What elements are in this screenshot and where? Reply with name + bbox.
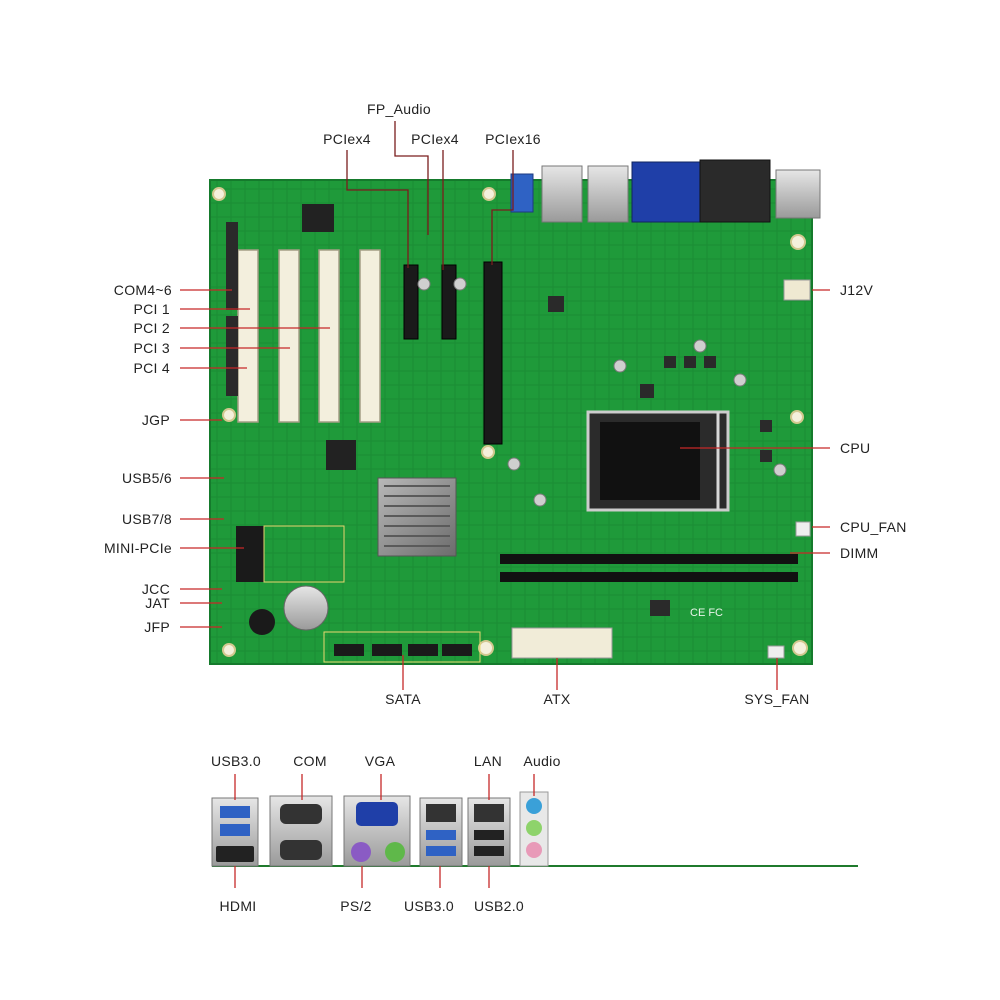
- io-leader-lines: [234, 774, 535, 888]
- io-label-audio: Audio: [523, 753, 560, 769]
- motherboard: CE FC: [209, 159, 821, 665]
- audio-line-in: [526, 798, 542, 814]
- leader-lines: [180, 121, 830, 690]
- pci-slot-4: [359, 249, 381, 423]
- pci-slots: [237, 249, 381, 423]
- atx-connector: [511, 627, 613, 659]
- label-dimm: DIMM: [840, 545, 879, 561]
- cpu-fan-header: [795, 521, 811, 537]
- io-label-ps2: PS/2: [340, 898, 372, 914]
- pcie-x4-slot-2: [441, 264, 457, 340]
- lan-usb20-stack: [467, 797, 511, 867]
- pci-slot-1: [237, 249, 259, 423]
- vga-ps2-stack: [343, 795, 411, 867]
- label-jfp: JFP: [144, 619, 170, 635]
- com-board: [699, 159, 771, 223]
- audio-mic: [526, 842, 542, 858]
- label-jgp: JGP: [142, 412, 170, 428]
- cpu-socket: [586, 410, 730, 512]
- io-label-lan: LAN: [474, 753, 502, 769]
- label-pci4: PCI 4: [133, 360, 170, 376]
- rear-io-board: [510, 159, 821, 223]
- board-components: [226, 222, 772, 616]
- pcie-x16-slot: [483, 261, 503, 445]
- io-label-usb30-bottom: USB3.0: [404, 898, 454, 914]
- label-cpu-fan: CPU_FAN: [840, 519, 907, 535]
- vga-board: [631, 161, 701, 223]
- j12v-connector: [783, 279, 811, 301]
- pcie-x4-slot-1: [403, 264, 419, 340]
- usb-stack-board: [510, 173, 534, 213]
- label-atx: ATX: [543, 691, 570, 707]
- dimm-slot-2: [500, 572, 798, 582]
- ce-mark: CE FC: [690, 607, 723, 619]
- label-pci2: PCI 2: [133, 320, 170, 336]
- pcie-slots: [403, 261, 503, 445]
- chipset-heatsink: [377, 477, 457, 557]
- io-label-usb20: USB2.0: [474, 898, 524, 914]
- pci-slot-3: [318, 249, 340, 423]
- lan-usb-board-1: [541, 165, 583, 223]
- label-fp-audio: FP_Audio: [367, 101, 431, 117]
- label-sata: SATA: [385, 691, 421, 707]
- rear-io-panel: USB3.0 COM VGA LAN Audio HDMI PS/2 USB3.…: [211, 753, 858, 914]
- sata-area: [323, 631, 481, 663]
- ps2-keyboard-port: [385, 842, 405, 862]
- label-usb7-8: USB7/8: [122, 511, 172, 527]
- audio-line-out: [526, 820, 542, 836]
- mini-pcie-slot: [236, 526, 264, 582]
- sys-fan-header: [767, 645, 785, 659]
- label-pciex16: PCIex16: [485, 131, 541, 147]
- label-cpu: CPU: [840, 440, 870, 456]
- usb30-hdmi-stack: [211, 797, 259, 867]
- dimm-slots: [500, 554, 798, 582]
- lan-usb30-stack: [419, 797, 463, 867]
- io-label-hdmi: HDMI: [220, 898, 257, 914]
- super-io-chip: [302, 204, 334, 232]
- com-ports: [269, 795, 333, 867]
- io-label-usb30-top: USB3.0: [211, 753, 261, 769]
- buzzer: [249, 609, 275, 635]
- io-label-com: COM: [293, 753, 327, 769]
- ps2-mouse-port: [351, 842, 371, 862]
- label-sys-fan: SYS_FAN: [744, 691, 809, 707]
- label-pciex4-1: PCIex4: [323, 131, 371, 147]
- sata-ports: [334, 644, 472, 656]
- callout-labels: FP_Audio PCIex4 PCIex4 PCIex16 COM4~6 PC…: [104, 101, 907, 707]
- lan-usb-board-2: [587, 165, 629, 223]
- label-pciex4-2: PCIex4: [411, 131, 459, 147]
- label-j12v: J12V: [840, 282, 873, 298]
- dimm-slot-1: [500, 554, 798, 564]
- mounting-holes: [212, 187, 808, 657]
- label-jcc: JCC: [142, 581, 170, 597]
- hdmi-usb-board: [775, 169, 821, 219]
- io-label-vga: VGA: [365, 753, 396, 769]
- label-jat: JAT: [145, 595, 170, 611]
- capacitors: [417, 277, 787, 507]
- audio-jacks: [519, 791, 549, 867]
- label-pci3: PCI 3: [133, 340, 170, 356]
- label-pci1: PCI 1: [133, 301, 170, 317]
- label-com4-6: COM4~6: [114, 282, 172, 298]
- pci-slot-2: [278, 249, 300, 423]
- cmos-battery: [283, 585, 329, 631]
- io-chip-2: [326, 440, 356, 470]
- label-usb5-6: USB5/6: [122, 470, 172, 486]
- label-mini-pcie: MINI-PCIe: [104, 540, 172, 556]
- mini-pcie-area: [263, 525, 345, 583]
